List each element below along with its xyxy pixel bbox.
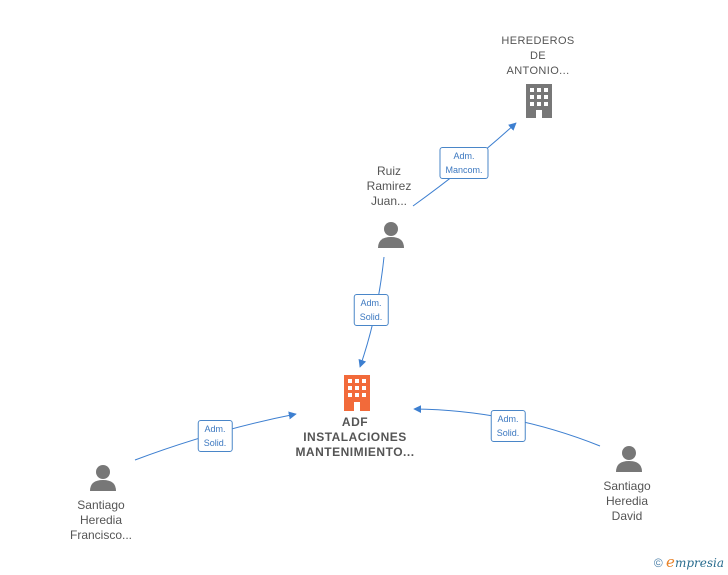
label-line: Santiago	[603, 479, 651, 493]
label-line: Ramirez	[366, 179, 412, 193]
building-icon[interactable]	[524, 84, 554, 123]
edge-label-line: Adm.	[497, 414, 519, 424]
edge-label-solid-ruiz[interactable]: Adm. Solid.	[353, 294, 389, 326]
label-line: Santiago	[77, 498, 125, 512]
brand-logo: empresia	[666, 553, 724, 571]
edge-label-line: Adm.	[204, 424, 226, 434]
footer-brand: © empresia	[654, 553, 724, 571]
label-line: INSTALACIONES	[303, 430, 407, 444]
node-label-herederos: HEREDEROS DE ANTONIO...	[501, 34, 574, 79]
label-line: Juan...	[370, 194, 408, 208]
edge-label-line: Solid.	[496, 428, 520, 438]
label-line: Ruiz	[376, 164, 402, 178]
label-line: ANTONIO...	[506, 65, 570, 77]
person-icon[interactable]	[614, 444, 644, 479]
label-line: MANTENIMIENTO...	[295, 445, 415, 459]
label-line: Heredia	[79, 513, 123, 527]
edge-label-mancom[interactable]: Adm. Mancom.	[439, 147, 489, 179]
building-icon-main[interactable]	[341, 375, 373, 416]
label-line: DE	[529, 50, 547, 62]
edge-label-line: Mancom.	[445, 165, 483, 175]
brand-initial: e	[666, 553, 675, 571]
edge-label-line: Adm.	[360, 298, 382, 308]
node-label-ruiz: Ruiz Ramirez Juan...	[367, 164, 412, 209]
label-line: David	[611, 509, 643, 523]
edge-label-line: Adm.	[453, 151, 475, 161]
edge-label-line: Solid.	[203, 438, 227, 448]
node-label-adf: ADF INSTALACIONES MANTENIMIENTO...	[295, 415, 414, 460]
person-icon[interactable]	[88, 463, 118, 498]
label-line: Heredia	[605, 494, 649, 508]
node-label-francisco: Santiago Heredia Francisco...	[70, 498, 132, 543]
brand-rest: mpresia	[674, 556, 724, 570]
node-label-david: Santiago Heredia David	[603, 479, 650, 524]
edge-label-solid-david[interactable]: Adm. Solid.	[490, 410, 526, 442]
label-line: ADF	[341, 415, 369, 429]
label-line: Francisco...	[69, 528, 133, 542]
copyright-icon: ©	[653, 556, 663, 570]
person-icon[interactable]	[376, 220, 406, 255]
edge-label-solid-francisco[interactable]: Adm. Solid.	[197, 420, 233, 452]
edge-label-line: Solid.	[359, 312, 383, 322]
label-line: HEREDEROS	[501, 35, 575, 47]
